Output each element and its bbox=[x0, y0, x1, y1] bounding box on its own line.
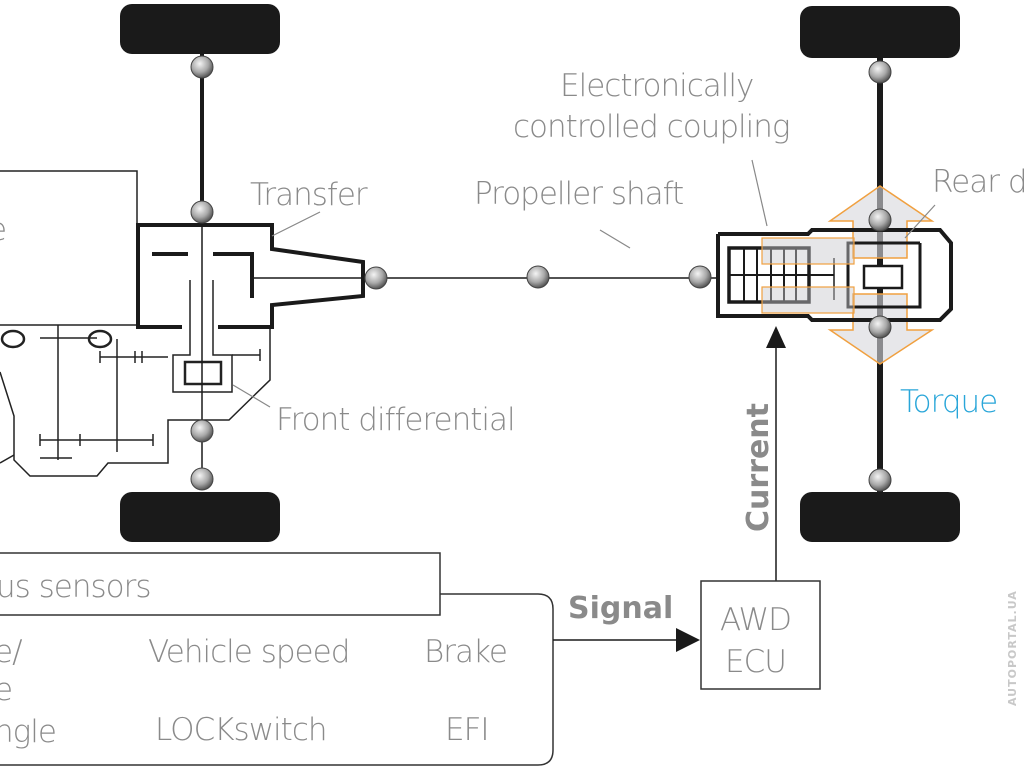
sensor-item: e bbox=[0, 672, 12, 708]
ecu-line1: AWD bbox=[720, 602, 791, 638]
current-arrowhead bbox=[766, 326, 786, 348]
joint-ball bbox=[190, 55, 214, 79]
sensor-item: ngle bbox=[0, 714, 56, 750]
label-front-differential: Front differential bbox=[276, 402, 515, 438]
label-signal: Signal bbox=[568, 591, 673, 626]
joint-ball bbox=[190, 467, 214, 491]
label-coupling-line1: Electronically bbox=[560, 68, 753, 104]
transfer-housing bbox=[136, 223, 365, 329]
watermark: AUTOPORTAL.UA bbox=[1006, 590, 1019, 706]
joint-ball bbox=[868, 468, 892, 492]
signal-arrowhead bbox=[676, 628, 700, 652]
label-transfer: Transfer bbox=[250, 177, 368, 213]
joint-ball bbox=[190, 419, 214, 443]
label-propeller-shaft: Propeller shaft bbox=[474, 176, 683, 212]
sensor-item-efi: EFI bbox=[445, 712, 489, 748]
ecu-line2: ECU bbox=[725, 644, 786, 680]
label-torque: Torque bbox=[900, 384, 997, 420]
label-engine-partial: e bbox=[0, 212, 6, 248]
wheels bbox=[120, 4, 960, 542]
rear-left-wheel bbox=[800, 6, 960, 58]
sensor-item-lock-switch: LOCKswitch bbox=[155, 712, 327, 748]
label-current: Current bbox=[741, 403, 776, 532]
joint-ball bbox=[868, 208, 892, 232]
sensors-box bbox=[0, 593, 554, 766]
front-left-wheel bbox=[120, 4, 280, 54]
label-rear-differential: Rear d bbox=[932, 164, 1024, 200]
sensors-title-box bbox=[0, 552, 441, 616]
coupling-housing bbox=[716, 228, 953, 322]
joint-ball bbox=[688, 265, 712, 289]
sensor-item-brake: Brake bbox=[424, 634, 507, 670]
front-right-wheel bbox=[120, 492, 280, 542]
joint-balls bbox=[190, 55, 892, 492]
joint-ball bbox=[868, 315, 892, 339]
joint-ball bbox=[868, 60, 892, 84]
label-coupling-line2: controlled coupling bbox=[513, 109, 789, 145]
awd-ecu-box bbox=[700, 580, 821, 690]
rear-right-wheel bbox=[800, 492, 960, 542]
leader-lines bbox=[232, 159, 936, 408]
coupling-highlight bbox=[761, 237, 855, 314]
transmission-outline bbox=[0, 170, 271, 477]
joint-ball bbox=[190, 200, 214, 224]
joint-ball bbox=[364, 266, 388, 290]
sensor-item-vehicle-speed: Vehicle speed bbox=[148, 634, 349, 670]
sensors-title: us sensors bbox=[0, 569, 151, 605]
joint-ball bbox=[526, 265, 550, 289]
sensor-item: e/ bbox=[0, 634, 22, 670]
